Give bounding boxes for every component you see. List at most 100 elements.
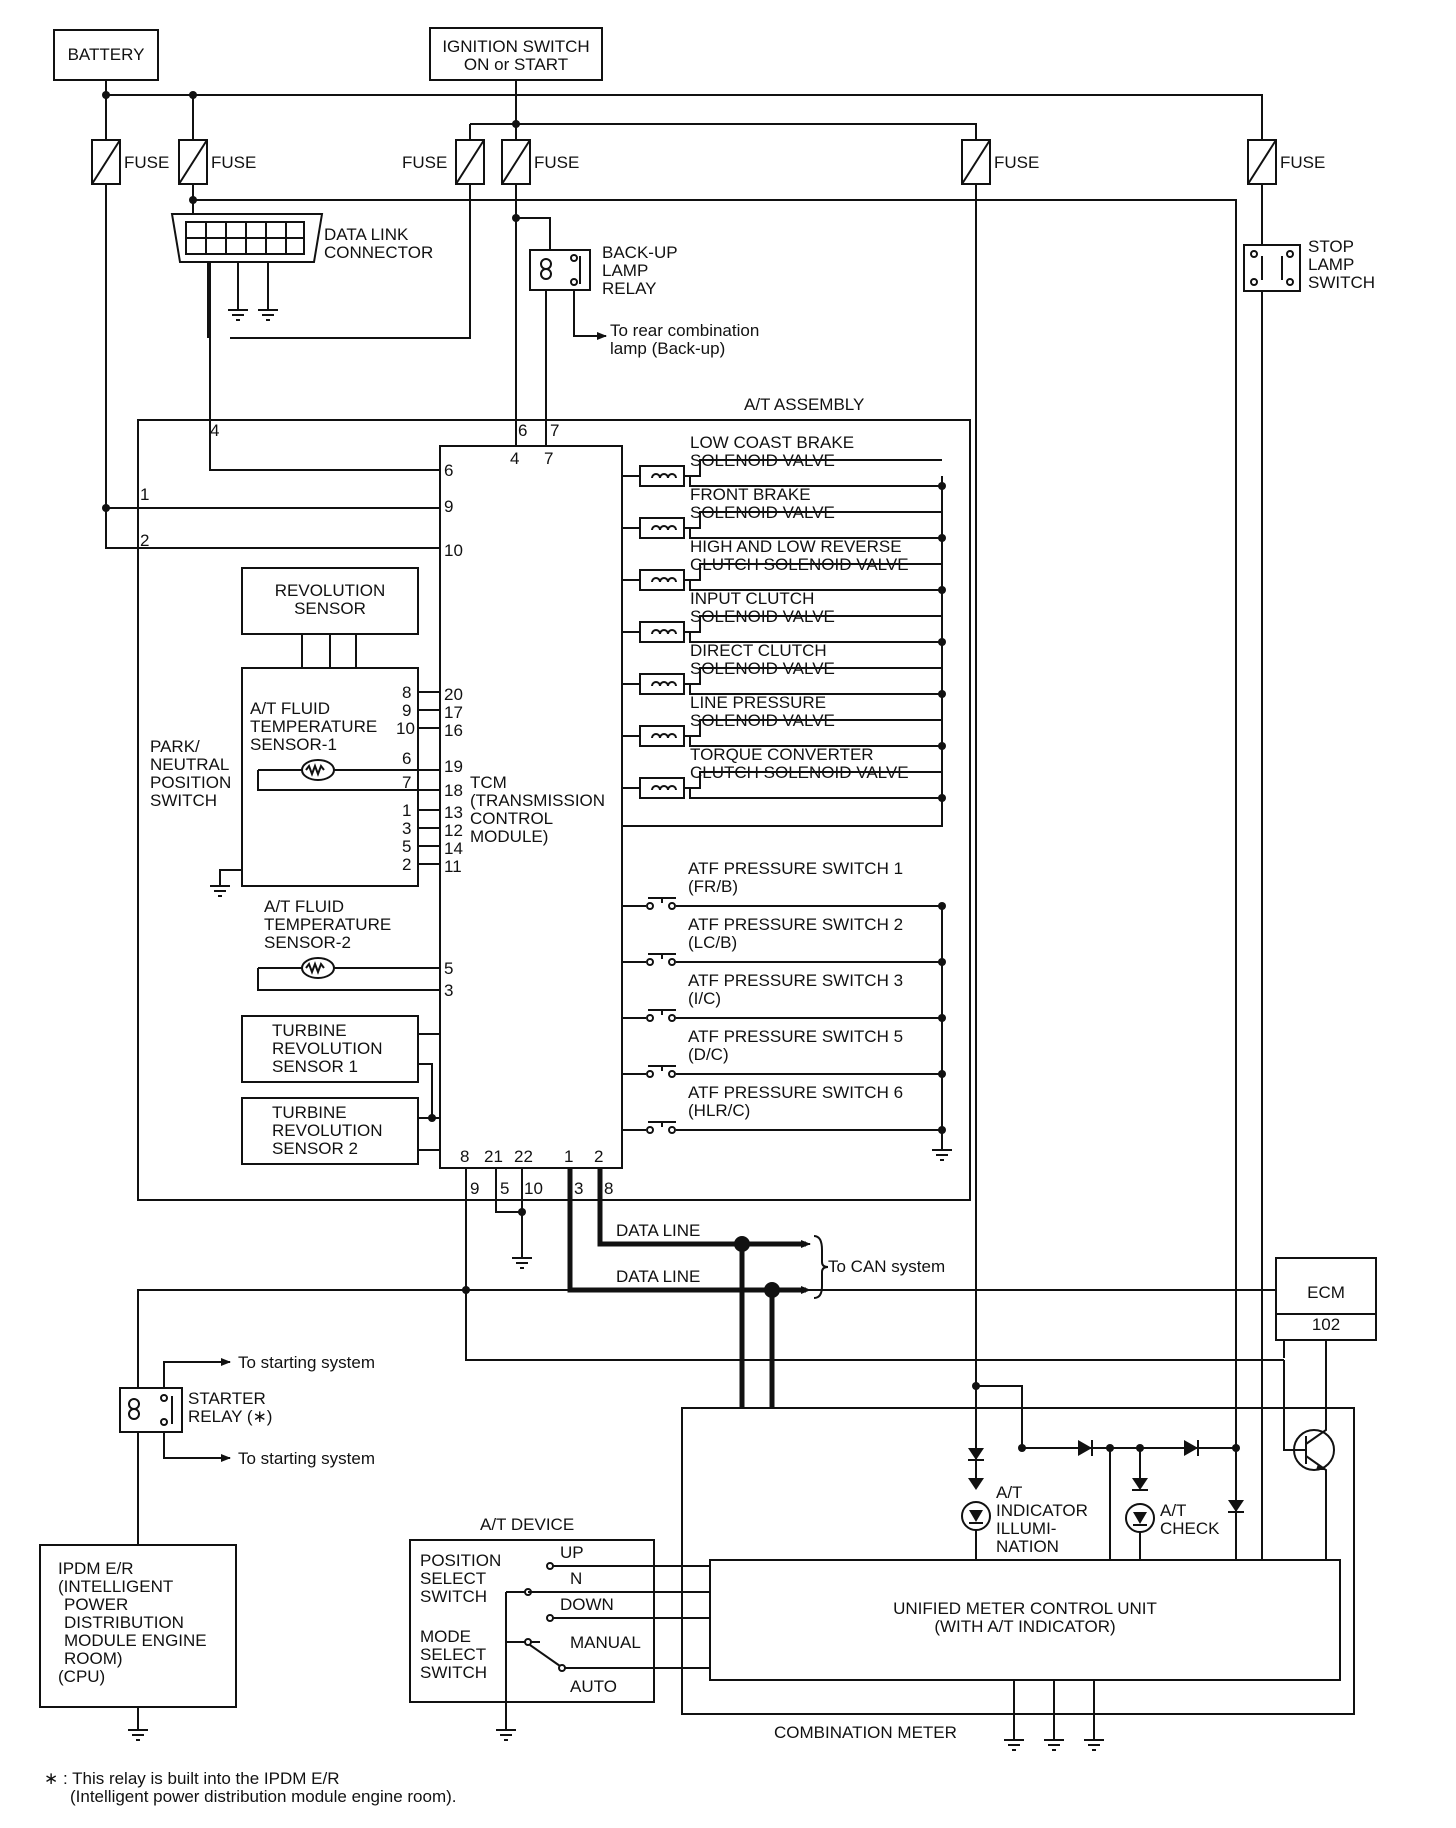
svg-text:(I/C): (I/C) xyxy=(688,989,721,1008)
svg-text:22: 22 xyxy=(514,1147,533,1166)
atf-pressure-switch-3: ATF PRESSURE SWITCH 3(I/C) xyxy=(622,971,946,1022)
svg-text:STOP: STOP xyxy=(1308,237,1354,256)
fluid-temperature-sensor-2: A/T FLUID TEMPERATURE SENSOR-2 xyxy=(257,897,440,991)
stop-lamp-switch: STOP LAMP SWITCH xyxy=(1243,237,1375,292)
turbine-revolution-sensor-2: TURBINE REVOLUTION SENSOR 2 xyxy=(241,1097,440,1165)
svg-text:16: 16 xyxy=(444,721,463,740)
at-device: A/T DEVICE POSITION SELECT SWITCH MODE S… xyxy=(409,1515,710,1741)
svg-text:UP: UP xyxy=(560,1543,584,1562)
svg-text:MODULE ENGINE: MODULE ENGINE xyxy=(64,1631,207,1650)
svg-text:SOLENOID VALVE: SOLENOID VALVE xyxy=(690,607,835,626)
svg-text:(WITH A/T INDICATOR): (WITH A/T INDICATOR) xyxy=(934,1617,1115,1636)
svg-text:9: 9 xyxy=(402,701,411,720)
battery: BATTERY xyxy=(53,29,159,81)
svg-text:To starting system: To starting system xyxy=(238,1449,375,1468)
svg-text:FUSE: FUSE xyxy=(124,153,169,172)
svg-text:SENSOR-1: SENSOR-1 xyxy=(250,735,337,754)
svg-text:CLUTCH SOLENOID VALVE: CLUTCH SOLENOID VALVE xyxy=(690,555,909,574)
svg-text:6: 6 xyxy=(444,461,453,480)
svg-text:(INTELLIGENT: (INTELLIGENT xyxy=(58,1577,173,1596)
svg-text:lamp (Back-up): lamp (Back-up) xyxy=(610,339,725,358)
svg-text:7: 7 xyxy=(550,421,559,440)
svg-text:REVOLUTION: REVOLUTION xyxy=(272,1121,383,1140)
svg-text:10: 10 xyxy=(396,719,415,738)
svg-text:IGNITION SWITCH: IGNITION SWITCH xyxy=(442,37,589,56)
svg-text:To starting system: To starting system xyxy=(238,1353,375,1372)
svg-text:SWITCH: SWITCH xyxy=(1308,273,1375,292)
svg-text:UNIFIED METER CONTROL UNIT: UNIFIED METER CONTROL UNIT xyxy=(893,1599,1157,1618)
svg-text:INPUT CLUTCH: INPUT CLUTCH xyxy=(690,589,814,608)
svg-text:LINE PRESSURE: LINE PRESSURE xyxy=(690,693,826,712)
svg-text:TORQUE CONVERTER: TORQUE CONVERTER xyxy=(690,745,874,764)
svg-text:MANUAL: MANUAL xyxy=(570,1633,641,1652)
combination-meter: COMBINATION METER UNIFIED METER CONTROL … xyxy=(681,1407,1355,1751)
svg-text:ILLUMI-: ILLUMI- xyxy=(996,1519,1056,1538)
svg-text:6: 6 xyxy=(518,421,527,440)
svg-text:SELECT: SELECT xyxy=(420,1569,486,1588)
svg-text:2: 2 xyxy=(594,1147,603,1166)
atf-pressure-switch-4: ATF PRESSURE SWITCH 5(D/C) xyxy=(622,1027,946,1078)
fuse-4: FUSE xyxy=(501,139,579,185)
svg-text:12: 12 xyxy=(444,821,463,840)
atf-pressure-switch-2: ATF PRESSURE SWITCH 2(LC/B) xyxy=(622,915,946,966)
svg-text:POSITION: POSITION xyxy=(150,773,231,792)
svg-text:A/T DEVICE: A/T DEVICE xyxy=(480,1515,574,1534)
svg-text:ATF PRESSURE SWITCH 6: ATF PRESSURE SWITCH 6 xyxy=(688,1083,903,1102)
starter-relay: STARTER RELAY (∗) To starting system To … xyxy=(119,1289,466,1545)
svg-text:BATTERY: BATTERY xyxy=(68,45,145,64)
svg-text:7: 7 xyxy=(544,449,553,468)
svg-text:CONTROL: CONTROL xyxy=(470,809,553,828)
data-link-connector: DATA LINK CONNECTOR xyxy=(170,213,440,471)
svg-text:DATA LINK: DATA LINK xyxy=(324,225,409,244)
svg-text:19: 19 xyxy=(444,757,463,776)
svg-text:A/T: A/T xyxy=(996,1483,1022,1502)
svg-text:DISTRIBUTION: DISTRIBUTION xyxy=(64,1613,184,1632)
svg-text:3: 3 xyxy=(574,1179,583,1198)
svg-text:(Intelligent power distributio: (Intelligent power distribution module e… xyxy=(70,1787,456,1806)
svg-text:SWITCH: SWITCH xyxy=(150,791,217,810)
svg-text:HIGH AND LOW REVERSE: HIGH AND LOW REVERSE xyxy=(690,537,902,556)
svg-text:TCM: TCM xyxy=(470,773,507,792)
svg-text:SOLENOID VALVE: SOLENOID VALVE xyxy=(690,711,835,730)
atf-pressure-switches: ATF PRESSURE SWITCH 1(FR/B)ATF PRESSURE … xyxy=(622,859,952,1161)
footnote: ∗ : This relay is built into the IPDM E/… xyxy=(44,1769,456,1806)
svg-text:SWITCH: SWITCH xyxy=(420,1587,487,1606)
svg-text:2: 2 xyxy=(402,855,411,874)
svg-text:MODULE): MODULE) xyxy=(470,827,548,846)
svg-text:ATF PRESSURE SWITCH 5: ATF PRESSURE SWITCH 5 xyxy=(688,1027,903,1046)
svg-text:ATF PRESSURE SWITCH 3: ATF PRESSURE SWITCH 3 xyxy=(688,971,903,990)
svg-text:To rear combination: To rear combination xyxy=(610,321,759,340)
svg-text:8: 8 xyxy=(460,1147,469,1166)
svg-text:FUSE: FUSE xyxy=(211,153,256,172)
svg-text:17: 17 xyxy=(444,703,463,722)
svg-text:3: 3 xyxy=(444,981,453,1000)
svg-text:N: N xyxy=(570,1569,582,1588)
svg-text:IPDM E/R: IPDM E/R xyxy=(58,1559,134,1578)
svg-text:LOW COAST BRAKE: LOW COAST BRAKE xyxy=(690,433,854,452)
svg-text:1: 1 xyxy=(564,1147,573,1166)
svg-text:SENSOR-2: SENSOR-2 xyxy=(264,933,351,952)
svg-text:13: 13 xyxy=(444,803,463,822)
fuse-3: FUSE xyxy=(402,139,485,185)
svg-text:NEUTRAL: NEUTRAL xyxy=(150,755,229,774)
svg-text:DATA LINE: DATA LINE xyxy=(616,1267,700,1286)
svg-text:8: 8 xyxy=(604,1179,613,1198)
svg-text:SWITCH: SWITCH xyxy=(420,1663,487,1682)
ecm: ECM 102 xyxy=(1275,1257,1377,1428)
svg-text:4: 4 xyxy=(510,449,519,468)
svg-text:STARTER: STARTER xyxy=(188,1389,266,1408)
svg-text:TEMPERATURE: TEMPERATURE xyxy=(250,717,377,736)
svg-text:DIRECT CLUTCH: DIRECT CLUTCH xyxy=(690,641,827,660)
svg-text:LAMP: LAMP xyxy=(1308,255,1354,274)
svg-text:SENSOR: SENSOR xyxy=(294,599,366,618)
svg-text:RELAY: RELAY xyxy=(602,279,657,298)
svg-text:102: 102 xyxy=(1312,1315,1340,1334)
svg-text:CONNECTOR: CONNECTOR xyxy=(324,243,433,262)
svg-text:TURBINE: TURBINE xyxy=(272,1021,347,1040)
svg-text:20: 20 xyxy=(444,685,463,704)
svg-text:10: 10 xyxy=(524,1179,543,1198)
